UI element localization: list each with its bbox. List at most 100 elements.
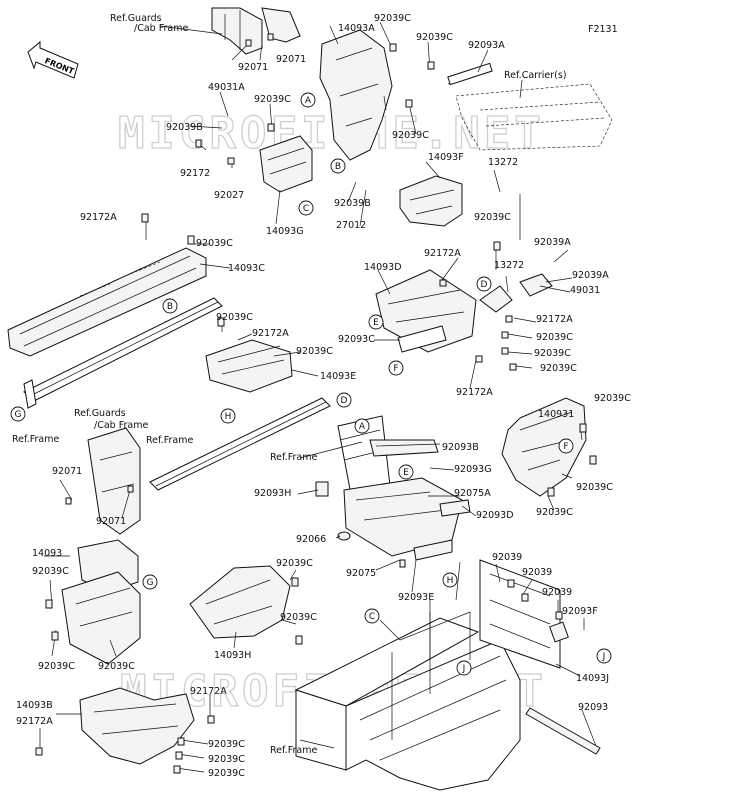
top-cab-bracket bbox=[211, 7, 301, 55]
part-label-p92172A_f: 92172A bbox=[190, 686, 227, 697]
diagram-code: F2131 bbox=[588, 24, 618, 35]
bracket-14093g bbox=[259, 135, 313, 193]
part-label-p92071_b: 92071 bbox=[276, 54, 306, 65]
bracket-14093d bbox=[375, 269, 513, 353]
part-label-p92039C_m1: 92039C bbox=[474, 212, 511, 223]
part-label-ref_guards_cab_top_1: Ref.Guards bbox=[110, 13, 162, 24]
svg-text:E: E bbox=[403, 468, 409, 478]
bracket-14093e bbox=[205, 339, 293, 393]
part-label-ref_guards_cab_mid_2: /Cab Frame bbox=[94, 420, 148, 431]
callout-h-8: H bbox=[220, 408, 236, 424]
svg-text:D: D bbox=[341, 396, 348, 406]
callout-c-15: C bbox=[364, 608, 380, 624]
part-label-p14093D: 14093D bbox=[364, 262, 402, 273]
part-label-p14093C: 14093C bbox=[228, 263, 265, 274]
mid-cab-bracket bbox=[87, 427, 141, 535]
svg-text:B: B bbox=[335, 162, 341, 172]
part-label-p27012: 27012 bbox=[336, 220, 366, 231]
callout-e-5: E bbox=[368, 314, 384, 330]
part-label-p92071_d: 92071 bbox=[96, 516, 126, 527]
part-label-p92039C_m6: 92039C bbox=[534, 348, 571, 359]
part-label-p92172A_d: 92172A bbox=[536, 314, 573, 325]
guard-14093 bbox=[61, 539, 141, 665]
callout-h-14: H bbox=[442, 572, 458, 588]
part-label-p92039C_r1: 92039C bbox=[594, 393, 631, 404]
part-label-p92027: 92027 bbox=[214, 190, 244, 201]
callout-e-11: E bbox=[398, 464, 414, 480]
part-label-p92075: 92075 bbox=[346, 568, 376, 579]
callout-d-9: D bbox=[336, 392, 352, 408]
part-label-p140931: 140931 bbox=[538, 409, 574, 420]
callout-b-1: B bbox=[330, 158, 346, 174]
part-label-p92039C_r3: 92039C bbox=[536, 507, 573, 518]
callout-f-6: F bbox=[388, 360, 404, 376]
part-label-p92039C_t3: 92039C bbox=[254, 94, 291, 105]
fasteners bbox=[35, 33, 597, 774]
part-label-p92039B_b: 92039B bbox=[334, 198, 371, 209]
part-label-p92172A_c: 92172A bbox=[252, 328, 289, 339]
part-label-p92093D: 92093D bbox=[476, 510, 514, 521]
part-label-p92039_a: 92039 bbox=[492, 552, 522, 563]
part-label-p14093: 14093 bbox=[32, 548, 62, 559]
part-label-p92039C_l1: 92039C bbox=[32, 566, 69, 577]
part-label-p92093H: 92093H bbox=[254, 488, 291, 499]
part-label-p92172A_a: 92172A bbox=[80, 212, 117, 223]
part-label-p92093C: 92093C bbox=[338, 334, 375, 345]
part-label-p92093B: 92093B bbox=[442, 442, 479, 453]
part-label-p14093H: 14093H bbox=[214, 650, 251, 661]
part-label-p14093G: 14093G bbox=[266, 226, 304, 237]
part-label-p92039C_b1: 92039C bbox=[208, 739, 245, 750]
part-label-p92039C_t2: 92039C bbox=[416, 32, 453, 43]
center-tray-assembly bbox=[315, 415, 471, 561]
leader-lines bbox=[39, 21, 597, 773]
part-label-p92039C_c2: 92039C bbox=[280, 612, 317, 623]
part-label-ref_frame_a: Ref.Frame bbox=[12, 434, 59, 445]
part-label-p92039C_r2: 92039C bbox=[576, 482, 613, 493]
guard-14093f bbox=[399, 175, 463, 227]
callout-b-3: B bbox=[162, 298, 178, 314]
part-label-p92039_c: 92039 bbox=[542, 587, 572, 598]
part-label-p14093J: 14093J bbox=[576, 673, 609, 684]
part-label-p92039A_b: 92039A bbox=[572, 270, 609, 281]
svg-text:A: A bbox=[359, 422, 366, 432]
part-label-p92071_c: 92071 bbox=[52, 466, 82, 477]
guard-14093a bbox=[319, 29, 393, 161]
part-label-p13272_a: 13272 bbox=[488, 157, 518, 168]
part-label-p92039C_m3: 92039C bbox=[216, 312, 253, 323]
guard-140931 bbox=[501, 397, 587, 497]
part-label-p92039C_c1: 92039C bbox=[276, 558, 313, 569]
svg-text:F: F bbox=[563, 442, 568, 452]
svg-text:A: A bbox=[305, 96, 312, 106]
carrier-reference bbox=[447, 62, 613, 151]
bracket-49031 bbox=[519, 273, 553, 297]
frame-rail-left bbox=[23, 297, 223, 409]
part-label-p92172_a: 92172 bbox=[180, 168, 210, 179]
part-label-p14093B: 14093B bbox=[16, 700, 53, 711]
callout-g-13: G bbox=[142, 574, 158, 590]
part-label-ref_guards_cab_mid_1: Ref.Guards bbox=[74, 408, 126, 419]
part-label-p92093: 92093 bbox=[578, 702, 608, 713]
part-label-p92039C_m5: 92039C bbox=[536, 332, 573, 343]
part-label-p92093G: 92093G bbox=[454, 464, 492, 475]
floor-cover-14093c bbox=[7, 247, 207, 357]
callout-a-10: A bbox=[354, 418, 370, 434]
part-label-p92039C_l3: 92039C bbox=[98, 661, 135, 672]
part-label-ref_frame_b: Ref.Frame bbox=[146, 435, 193, 446]
part-label-p14093A: 14093A bbox=[338, 23, 375, 34]
part-label-p92039_b: 92039 bbox=[522, 567, 552, 578]
part-label-p92039C_m7: 92039C bbox=[540, 363, 577, 374]
part-label-p92039B_a: 92039B bbox=[166, 122, 203, 133]
front-arrow-icon: FRONT bbox=[27, 40, 79, 79]
part-label-p92071_a: 92071 bbox=[238, 62, 268, 73]
part-label-p14093F: 14093F bbox=[428, 152, 464, 163]
part-label-p92039A_a: 92039A bbox=[534, 237, 571, 248]
frame-rail-middle bbox=[149, 397, 331, 491]
guard-14093h bbox=[189, 565, 291, 639]
part-label-p92039C_t4: 92039C bbox=[392, 130, 429, 141]
part-label-p92075A: 92075A bbox=[454, 488, 491, 499]
callout-g-7: G bbox=[10, 406, 26, 422]
